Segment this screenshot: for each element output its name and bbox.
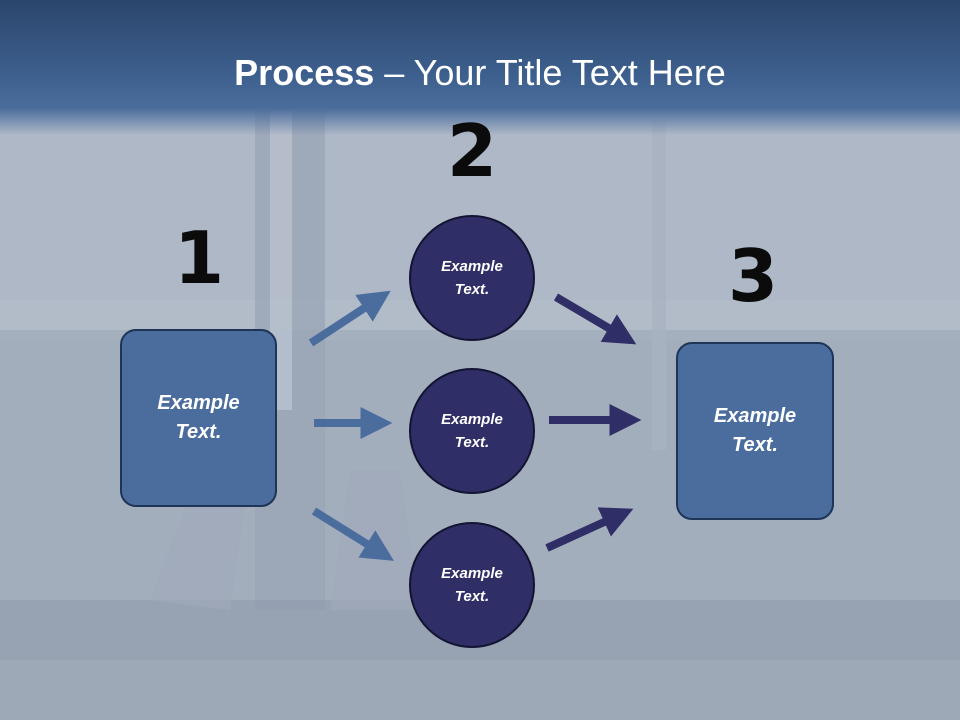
circle-bottom-line1: Example [441, 565, 503, 582]
step-3-text-line2: Text. [732, 434, 778, 456]
circle-top-line1: Example [441, 258, 503, 275]
circle-middle-line1: Example [441, 411, 503, 428]
circle-bottom-line2: Text. [454, 588, 490, 605]
step-3-box: Example Text. [676, 342, 834, 520]
step-number-2: 2 [446, 109, 498, 193]
step-1-text-line1: Example [157, 392, 240, 414]
step-1-text-line2: Text. [175, 421, 222, 443]
slide-title: Process – Your Title Text Here [0, 52, 960, 94]
process-circle-top: Example Text. [409, 215, 535, 341]
title-bold: Process [234, 52, 375, 93]
process-circle-bottom: Example Text. [409, 522, 535, 648]
arrow-left-down [311, 507, 395, 561]
step-3-text-line1: Example [713, 405, 797, 427]
arrow-right-up [545, 507, 634, 552]
title-band [0, 0, 960, 135]
arrow-right-down [553, 293, 637, 345]
circle-top-line2: Text. [454, 281, 490, 298]
step-number-3: 3 [727, 234, 779, 318]
arrow-left-up [308, 290, 391, 347]
step-number-1: 1 [173, 216, 225, 300]
circle-middle-line2: Text. [454, 434, 490, 451]
process-circle-middle: Example Text. [409, 368, 535, 494]
title-rest: – Your Title Text Here [374, 52, 726, 93]
step-1-box: Example Text. [120, 329, 277, 507]
